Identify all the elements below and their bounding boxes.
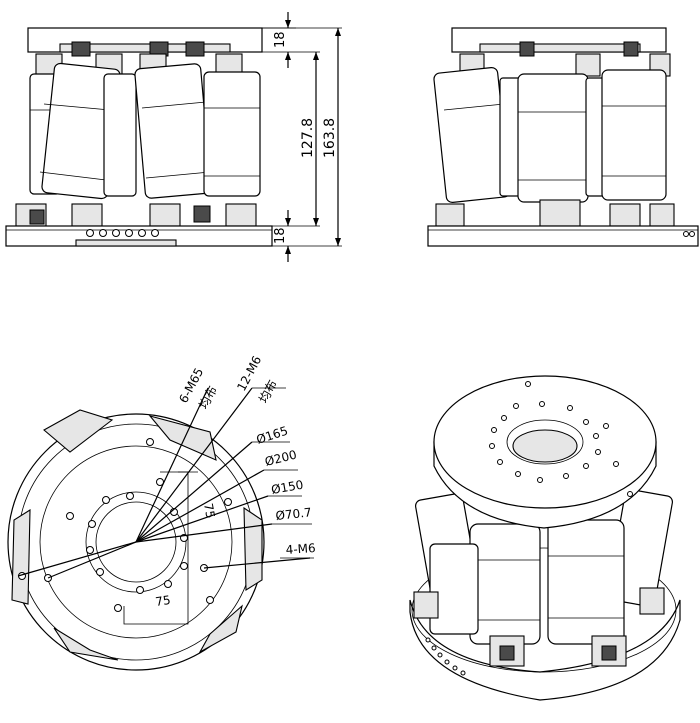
side-base-plate (427, 225, 699, 247)
dim-base-plate: 18 (273, 227, 288, 244)
dim-top-plate: 18 (273, 31, 288, 48)
front-view (5, 27, 273, 247)
lower-joints (15, 203, 257, 227)
center-bore (95, 501, 177, 583)
label-12-m6-note: 均布 (256, 378, 280, 406)
isometric-view (409, 375, 681, 701)
outer-base-circle (7, 413, 265, 671)
label-diameter-165: Ø165 (255, 424, 290, 447)
actuator-cylinders (29, 62, 261, 200)
label-diameter-150: Ø150 (270, 478, 304, 497)
label-spacing-vertical: 75 (201, 502, 217, 519)
label-diameter-70: Ø70.7 (275, 505, 312, 523)
label-6-m65-note: 均布 (196, 384, 220, 412)
dimension-lines (262, 12, 342, 262)
dim-actuator-height: 127.8 (300, 118, 316, 158)
label-12-m6: 12-M6 (234, 354, 264, 394)
base-holes (86, 229, 159, 237)
dim-total-height: 163.8 (322, 118, 338, 158)
top-view (7, 387, 314, 671)
top-plate-circle (39, 445, 233, 639)
side-view (427, 27, 699, 247)
iso-top-holes (489, 381, 633, 497)
label-spacing-horizontal: 75 (154, 593, 171, 609)
iso-base-holes (425, 637, 466, 676)
label-4-m6: 4-M6 (285, 541, 316, 557)
label-diameter-200: Ø200 (263, 447, 298, 468)
